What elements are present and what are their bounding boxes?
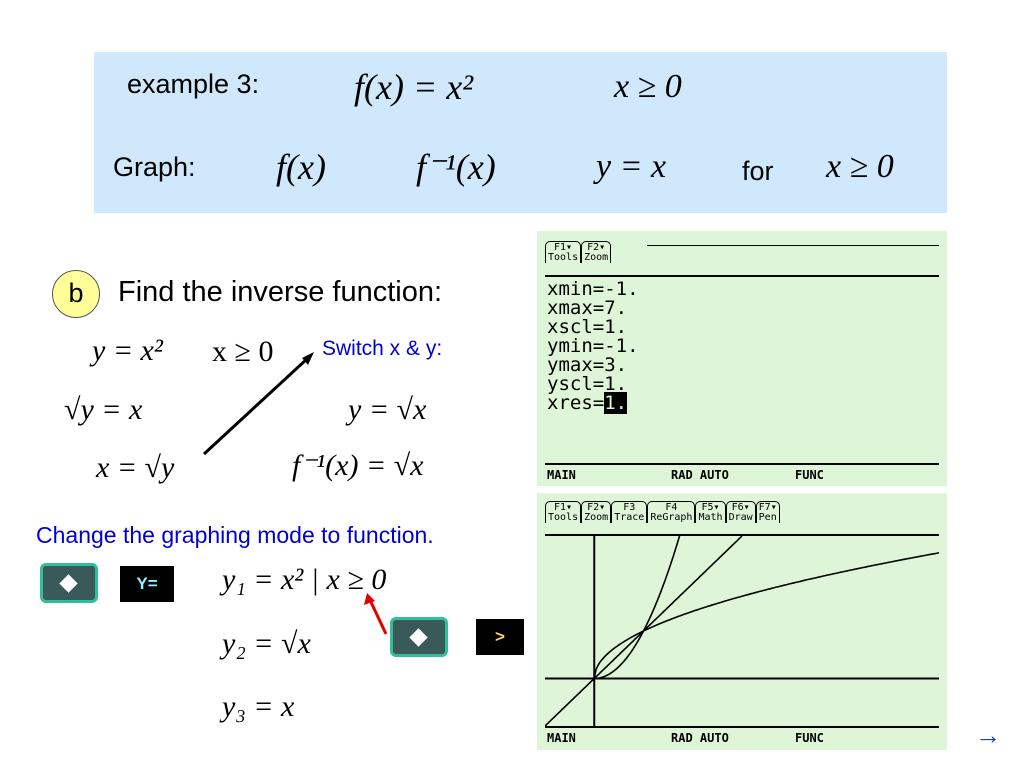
graph-tab-f1[interactable]: F1▾Tools	[545, 501, 582, 523]
graph-function: f(x)	[276, 147, 326, 187]
condition-pointer-arrow	[364, 593, 388, 635]
domain-condition: x ≥ 0	[614, 68, 682, 105]
equation-x-equals-sqrt-y: x = √y	[96, 451, 175, 484]
curve-y2-sqrt-x	[593, 552, 939, 679]
graph-identity-line: y = x	[596, 148, 667, 185]
graph-status-angle: RAD AUTO	[671, 731, 729, 745]
diamond-key-button[interactable]	[40, 563, 98, 603]
equation-y3: y₃ = x	[222, 690, 295, 723]
y-equals-label: Y=	[136, 574, 158, 593]
part-b-badge: b	[52, 270, 100, 318]
graph-tab-f2[interactable]: F2▾Zoom	[581, 501, 612, 523]
window-toolbar: F1▾ToolsF2▾Zoom	[545, 241, 612, 265]
example-label: example 3:	[127, 69, 260, 99]
part-b-title: Find the inverse function:	[118, 276, 443, 308]
equation-y1: y₁ = x² | x ≥ 0	[222, 563, 387, 596]
mode-note: Change the graphing mode to function.	[36, 522, 434, 548]
graph-tab-f5[interactable]: F5▾Math	[695, 501, 726, 523]
graph-label: Graph:	[113, 152, 196, 182]
function-graph	[545, 536, 939, 726]
window-status-angle: RAD AUTO	[671, 468, 729, 482]
equation-y2: y₂ = √x	[222, 627, 311, 660]
window-line: xscl=1.	[547, 316, 628, 338]
window-line: yscl=1.	[547, 373, 628, 395]
diamond-icon	[409, 628, 428, 647]
graph-status-mode: MAIN	[547, 731, 576, 745]
window-tab-f2[interactable]: F2▾Zoom	[581, 241, 612, 263]
window-tab-f1[interactable]: F1▾Tools	[545, 241, 582, 263]
window-status-graph: FUNC	[795, 468, 824, 482]
equation-domain: x ≥ 0	[212, 335, 274, 368]
diamond-icon	[59, 574, 78, 593]
window-line: xmax=7.	[547, 297, 628, 319]
xres-cursor-value[interactable]: 1.	[604, 392, 628, 414]
equation-y-equals-x-squared: y = x²	[92, 334, 163, 367]
graph-tab-f6[interactable]: F6▾Draw	[725, 501, 756, 523]
equation-inverse-result: f⁻¹(x) = √x	[292, 449, 424, 482]
switch-arrow	[202, 352, 314, 456]
window-line: ymax=3.	[547, 354, 628, 376]
equation-y-equals-sqrt-x: y = √x	[348, 393, 427, 426]
equation-sqrt-y: √y = x	[64, 393, 143, 426]
switch-note: Switch x & y:	[322, 337, 443, 360]
window-line: ymin=-1.	[547, 335, 639, 357]
graph-inverse: f⁻¹(x)	[416, 147, 496, 187]
window-status-mode: MAIN	[547, 468, 576, 482]
window-settings-screen: F1▾ToolsF2▾Zoom xmin=-1. xmax=7. xscl=1.…	[537, 231, 947, 486]
graph-tab-f7[interactable]: F7▾Pen	[755, 501, 780, 523]
greater-label: >	[495, 627, 505, 646]
for-label: for	[742, 156, 774, 186]
graph-domain: x ≥ 0	[826, 148, 894, 185]
window-line-xres: xres=1.	[547, 392, 628, 414]
next-slide-arrow[interactable]: →	[975, 720, 1001, 750]
curve-y3-identity	[545, 536, 743, 726]
window-line: xmin=-1.	[547, 278, 639, 300]
window-variable-list: xmin=-1. xmax=7. xscl=1. ymin=-1. ymax=3…	[547, 278, 639, 414]
graph-status-graph: FUNC	[795, 731, 824, 745]
function-definition: f(x) = x²	[354, 67, 474, 107]
greater-key[interactable]: >	[476, 619, 524, 655]
example-header: example 3: f(x) = x² x ≥ 0 Graph: f(x) f…	[94, 52, 947, 213]
y-equals-key[interactable]: Y=	[120, 566, 174, 602]
diamond-key-button-2[interactable]	[390, 617, 448, 657]
curve-y1-x-squared	[594, 536, 681, 680]
